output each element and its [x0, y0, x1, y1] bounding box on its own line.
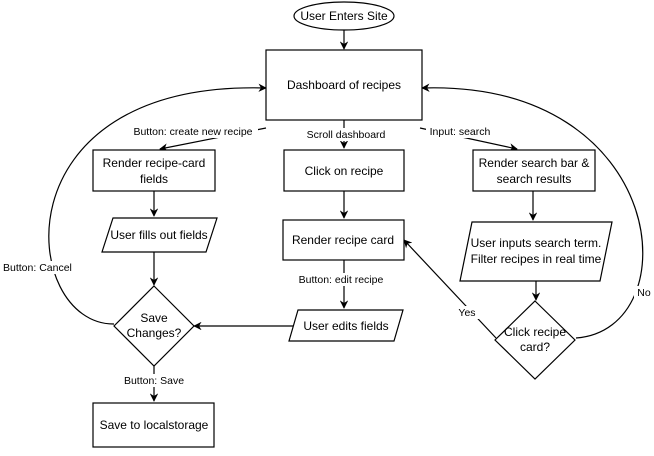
edge-label-scroll: Scroll dashboard [307, 129, 386, 141]
node-start: User Enters Site [293, 1, 395, 31]
edge-label-edit: Button: edit recipe [299, 274, 384, 286]
node-render-card: Render recipe card [282, 219, 405, 261]
node-click-card: Click recipe card? [494, 300, 576, 380]
node-render-search-line2: search results [497, 172, 572, 186]
node-click-recipe-label: Click on recipe [305, 164, 384, 178]
nodes: User Enters Site Dashboard of recipes Re… [92, 1, 613, 448]
edge-label-no: No [637, 287, 651, 299]
node-render-search-line1: Render search bar & [479, 156, 590, 170]
node-edit-fields-label: User edits fields [303, 319, 388, 333]
node-save-changes-line1: Save [140, 311, 168, 325]
node-save-changes: Save Changes? [113, 285, 195, 367]
node-render-fields: Render recipe-card fields [92, 149, 216, 192]
edge-labels: Button: create new recipe Scroll dashboa… [1, 125, 654, 387]
edge-click-card-yes-to-render-card [403, 239, 497, 339]
node-save-local-label: Save to localstorage [100, 418, 209, 432]
node-click-recipe: Click on recipe [283, 149, 405, 192]
edge-save-changes-cancel-to-dashboard [48, 83, 267, 325]
node-search-term: User inputs search term. Filter recipes … [459, 221, 613, 282]
node-click-card-line1: Click recipe [504, 325, 566, 339]
node-render-card-label: Render recipe card [292, 233, 394, 247]
edge-label-cancel: Button: Cancel [3, 262, 72, 274]
node-edit-fields: User edits fields [288, 309, 404, 342]
node-render-fields-line1: Render recipe-card [103, 156, 206, 170]
edge-label-yes: Yes [458, 307, 475, 319]
node-save-changes-line2: Changes? [127, 326, 182, 340]
node-click-card-line2: card? [520, 340, 550, 354]
node-render-fields-line2: fields [140, 172, 168, 186]
node-start-label: User Enters Site [300, 9, 388, 23]
node-dashboard-label: Dashboard of recipes [287, 78, 401, 92]
node-save-local: Save to localstorage [92, 402, 215, 448]
edge-label-save: Button: Save [124, 375, 184, 387]
edge-click-card-no-to-dashboard [421, 83, 644, 339]
node-render-search: Render search bar & search results [472, 149, 596, 192]
node-dashboard: Dashboard of recipes [265, 49, 423, 121]
node-search-term-line1: User inputs search term. [471, 236, 602, 250]
edge-label-search: Input: search [430, 126, 491, 138]
node-fill-fields-label: User fills out fields [110, 228, 207, 242]
node-search-term-line2: Filter recipes in real time [471, 252, 602, 266]
node-fill-fields: User fills out fields [101, 217, 218, 253]
edge-label-create: Button: create new recipe [133, 126, 252, 138]
edges [48, 30, 644, 402]
